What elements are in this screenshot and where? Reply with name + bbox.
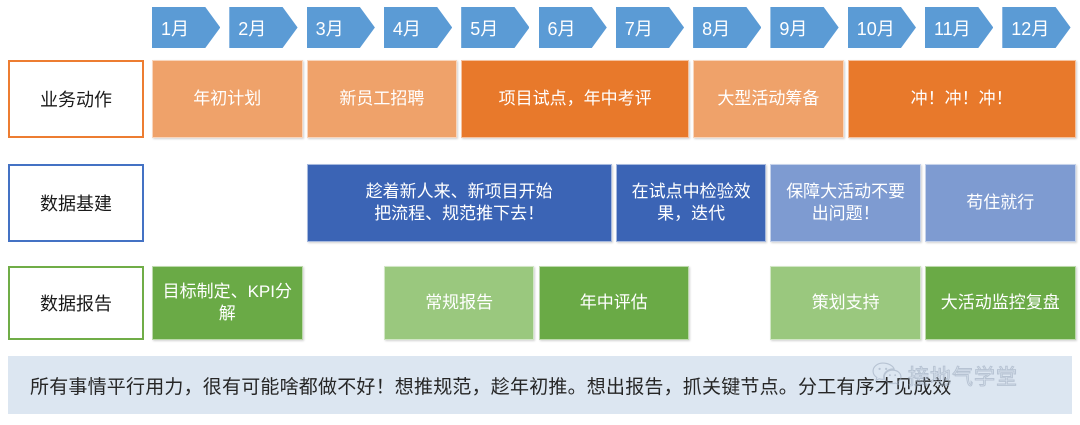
task-cell-label: 保障大活动不要 出问题！ xyxy=(786,181,906,223)
task-cell-label: 趁着新人来、新项目开始 把流程、规范推下去！ xyxy=(365,181,553,223)
month-chevron-10[interactable]: 10月 xyxy=(848,7,916,48)
task-cell[interactable]: 项目试点，年中考评 xyxy=(461,60,690,138)
task-cell[interactable]: 冲！冲！冲！ xyxy=(847,60,1076,138)
month-chevron-label: 4月 xyxy=(392,18,421,39)
task-cell-label: 大活动监控复盘 xyxy=(940,292,1060,312)
task-cell[interactable]: 趁着新人来、新项目开始 把流程、规范推下去！ xyxy=(306,164,612,242)
task-cell-label: 常规报告 xyxy=(425,292,494,312)
task-cell-label: 大型活动筹备 xyxy=(717,88,820,108)
task-cell[interactable]: 常规报告 xyxy=(383,266,535,340)
task-cell-label: 目标制定、KPI分解 xyxy=(162,281,292,323)
month-chevron-4[interactable]: 4月 xyxy=(384,7,452,48)
month-chevron-label: 3月 xyxy=(315,18,344,39)
month-chevron-11[interactable]: 11月 xyxy=(925,7,993,48)
task-cell[interactable]: 新员工招聘 xyxy=(306,60,458,138)
month-chevron-label: 1月 xyxy=(161,18,190,39)
task-cell-label: 年初计划 xyxy=(193,88,262,108)
row-label-text: 数据基建 xyxy=(40,194,112,214)
task-cell-label: 项目试点，年中考评 xyxy=(498,88,652,108)
task-cell-label: 新员工招聘 xyxy=(339,88,425,108)
task-cell-label: 苟住就行 xyxy=(966,192,1035,212)
task-cell[interactable]: 在试点中检验效 果，迭代 xyxy=(615,164,767,242)
month-chevron-12[interactable]: 12月 xyxy=(1002,7,1070,48)
month-chevron-label: 11月 xyxy=(934,18,971,39)
task-cell-label: 冲！冲！冲！ xyxy=(910,88,1013,108)
month-chevron-8[interactable]: 8月 xyxy=(693,7,761,48)
task-cell[interactable]: 年中评估 xyxy=(538,266,690,340)
month-chevron-label: 6月 xyxy=(547,18,576,39)
row-label-data-report: 数据报告 xyxy=(8,266,144,340)
row-label-business-actions: 业务动作 xyxy=(8,60,144,138)
task-cell-label: 年中评估 xyxy=(579,292,648,312)
month-chevron-3[interactable]: 3月 xyxy=(307,7,375,48)
task-cell[interactable]: 苟住就行 xyxy=(925,164,1076,242)
month-chevron-5[interactable]: 5月 xyxy=(461,7,529,48)
task-cell[interactable]: 保障大活动不要 出问题！ xyxy=(770,164,921,242)
task-cell-label: 策划支持 xyxy=(811,292,880,312)
month-chevron-7[interactable]: 7月 xyxy=(616,7,684,48)
row-label-text: 业务动作 xyxy=(40,90,112,110)
month-chevron-9[interactable]: 9月 xyxy=(770,7,838,48)
task-cell-label: 在试点中检验效 果，迭代 xyxy=(631,181,751,223)
month-chevron-label: 5月 xyxy=(470,18,499,39)
task-cell[interactable]: 目标制定、KPI分解 xyxy=(152,266,303,340)
month-chevron-1[interactable]: 1月 xyxy=(152,7,220,48)
month-chevron-label: 10月 xyxy=(856,18,895,39)
month-chevron-2[interactable]: 2月 xyxy=(229,7,297,48)
row-label-text: 数据报告 xyxy=(40,294,112,314)
month-chevron-label: 7月 xyxy=(624,18,653,39)
month-chevron-6[interactable]: 6月 xyxy=(539,7,607,48)
footer-text: 所有事情平行用力，很有可能啥都做不好！想推规范，趁年初推。想出报告，抓关键节点。… xyxy=(30,376,952,398)
month-chevron-label: 9月 xyxy=(779,18,808,39)
row-label-data-infrastructure: 数据基建 xyxy=(8,164,144,242)
task-cell[interactable]: 大活动监控复盘 xyxy=(925,266,1076,340)
task-cell[interactable]: 策划支持 xyxy=(770,266,921,340)
task-cell[interactable]: 年初计划 xyxy=(152,60,303,138)
month-chevron-strip: 1月 2月 3月 4月 5月 6月 7月 8月 9月 10月 11月 12月 xyxy=(0,0,1080,52)
month-chevron-label: 12月 xyxy=(1011,18,1050,39)
month-chevron-label: 8月 xyxy=(702,18,731,39)
task-cell[interactable]: 大型活动筹备 xyxy=(693,60,844,138)
month-chevron-label: 2月 xyxy=(238,18,267,39)
footer-banner: 所有事情平行用力，很有可能啥都做不好！想推规范，趁年初推。想出报告，抓关键节点。… xyxy=(8,356,1072,414)
